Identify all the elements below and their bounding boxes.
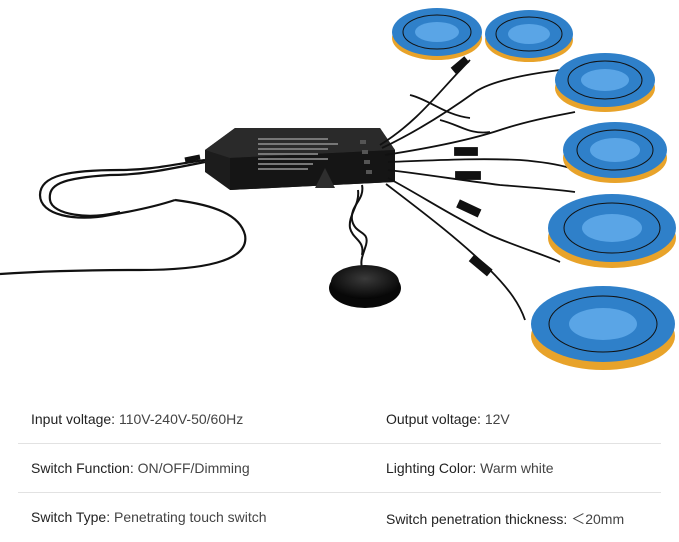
spec-value: ON/OFF/Dimming — [137, 460, 250, 476]
spec-row: Switch Function: ON/OFF/Dimming Lighting… — [0, 444, 679, 493]
led-strip-reel — [531, 286, 675, 370]
touch-switch — [329, 184, 401, 308]
driver-box — [205, 128, 395, 190]
spec-input-voltage: Input voltage: 110V-240V-50/60Hz — [31, 411, 243, 427]
led-strip-reel — [563, 122, 667, 183]
spec-value: 12V — [484, 411, 510, 427]
divider — [18, 492, 661, 493]
power-cord — [0, 154, 247, 276]
led-strip-reel — [548, 194, 676, 268]
strip-cables — [379, 56, 576, 321]
spec-switch-type: Switch Type: Penetrating touch switch — [31, 509, 267, 525]
led-strip-reel — [392, 8, 482, 60]
spec-label: Switch Function: — [31, 460, 138, 476]
spec-switch-penetration-thickness: Switch penetration thickness: ＜20mm — [386, 509, 624, 529]
spec-row: Input voltage: 110V-240V-50/60Hz Output … — [0, 395, 679, 444]
spec-label: Input voltage: — [31, 411, 119, 427]
led-strip-reels — [392, 8, 676, 370]
spec-lighting-color: Lighting Color: Warm white — [386, 460, 554, 476]
spec-output-voltage: Output voltage: 12V — [386, 411, 510, 427]
spec-label: Lighting Color: — [386, 460, 481, 476]
spec-value: 110V-240V-50/60Hz — [118, 411, 244, 427]
spec-value: Warm white — [480, 460, 554, 476]
spec-value: Penetrating touch switch — [114, 509, 267, 525]
led-strip-reel — [555, 53, 655, 112]
spec-label: Switch Type: — [31, 509, 115, 525]
spec-row: Switch Type: Penetrating touch switch Sw… — [0, 493, 679, 542]
spec-table: Input voltage: 110V-240V-50/60Hz Output … — [0, 395, 679, 542]
product-illustration — [0, 8, 676, 370]
divider — [18, 443, 661, 444]
spec-label: Output voltage: — [386, 411, 485, 427]
spec-label: Switch penetration thickness: — [386, 511, 572, 527]
led-strip-reel — [485, 10, 573, 62]
spec-value: ＜20mm — [571, 511, 625, 527]
spec-switch-function: Switch Function: ON/OFF/Dimming — [31, 460, 250, 476]
